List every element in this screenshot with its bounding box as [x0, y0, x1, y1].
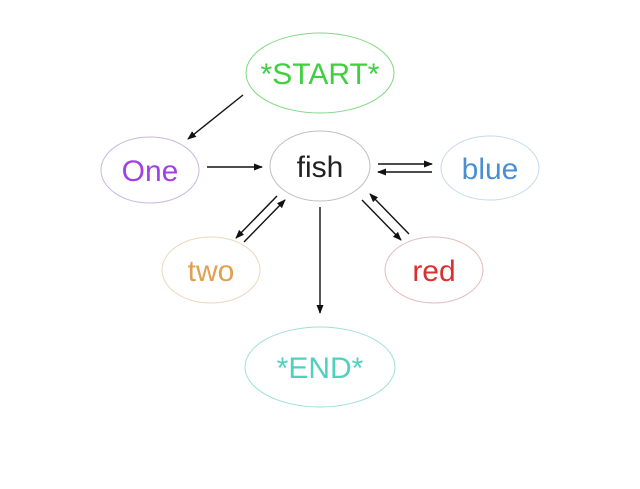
node-end-label: *END*: [277, 352, 364, 385]
node-end[interactable]: *END*: [244, 326, 396, 408]
node-start-shape: [245, 32, 395, 114]
edge-fish-to-two: [235, 195, 278, 239]
edges: [187, 94, 433, 314]
node-one[interactable]: One: [100, 136, 200, 204]
node-two[interactable]: two: [161, 236, 261, 304]
node-one-label: One: [122, 155, 179, 188]
node-red-label: red: [412, 255, 455, 288]
node-blue-label: blue: [462, 153, 519, 186]
edge-two-to-fish: [243, 199, 286, 243]
node-blue[interactable]: blue: [440, 135, 540, 201]
node-fish[interactable]: fish: [269, 130, 371, 202]
node-red-shape: [384, 236, 484, 304]
edge-start-to-one: [187, 94, 244, 140]
node-end-shape: [244, 326, 396, 408]
node-fish-label: fish: [297, 151, 344, 184]
edge-fish-to-red: [361, 199, 402, 241]
node-two-shape: [161, 236, 261, 304]
node-one-shape: [100, 136, 200, 204]
node-blue-shape: [440, 135, 540, 201]
edge-red-to-fish: [369, 193, 410, 235]
node-fish-shape: [269, 130, 371, 202]
node-red[interactable]: red: [384, 236, 484, 304]
node-start-label: *START*: [261, 58, 380, 91]
node-start[interactable]: *START*: [245, 32, 395, 114]
node-two-label: two: [188, 255, 235, 288]
